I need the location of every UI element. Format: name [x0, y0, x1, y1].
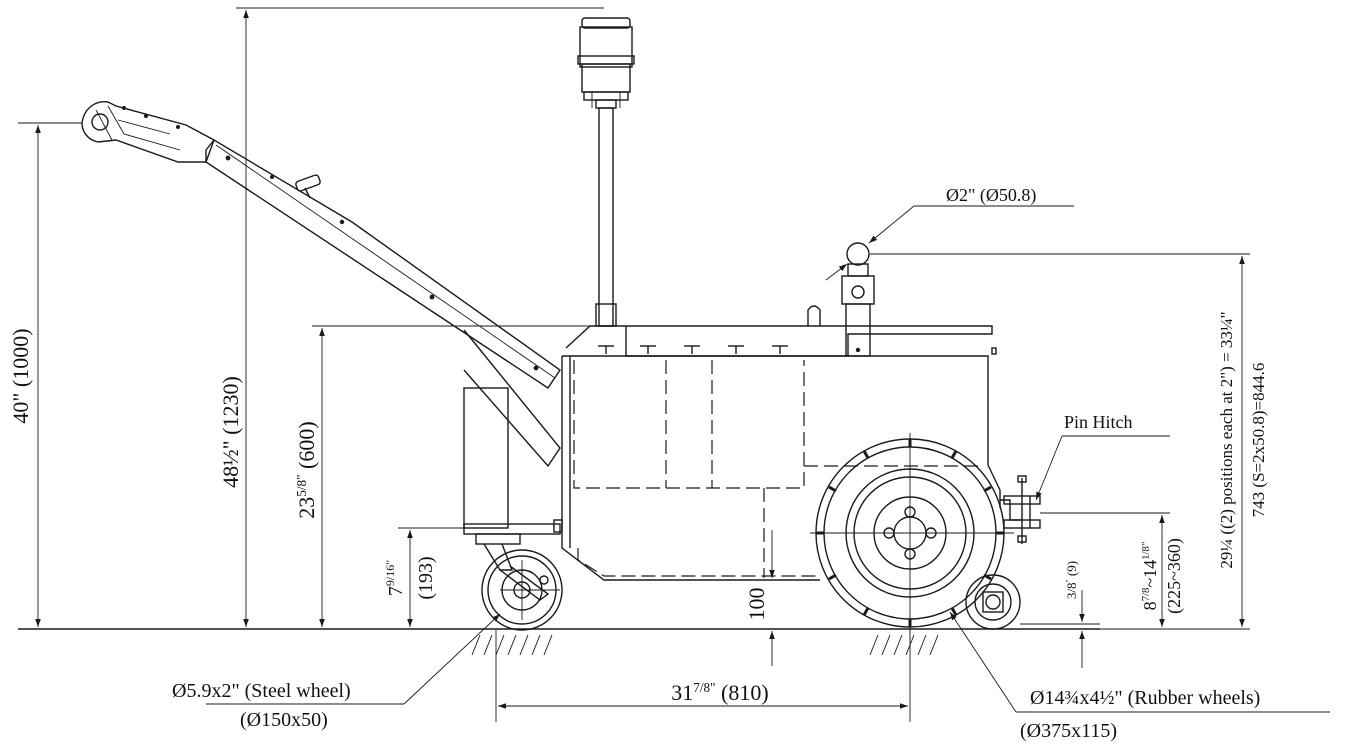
- ground-hatch-right: [869, 634, 939, 656]
- hitch-height-mm-label: (225~360): [1164, 538, 1185, 614]
- rubber-wheels-label: Ø14¾x4½" (Rubber wheels): [1030, 687, 1260, 709]
- callout-ball-diameter: Ø2" (Ø50.8): [825, 185, 1074, 281]
- dim-body-height: 235/8" (600): [294, 325, 596, 627]
- dim-ground-clearance: 100: [744, 530, 775, 666]
- beacon-pole: [595, 107, 617, 327]
- rubber-drive-wheel: [810, 433, 1014, 640]
- tiller-handle: [81, 101, 561, 468]
- chassis-body: [463, 325, 1022, 581]
- dim-ball-height: 29¼ ((2) positions each at 2") = 33¼" 74…: [870, 253, 1268, 630]
- dim-overall-height: 48½" (1230): [218, 7, 604, 627]
- callout-steel-wheel: Ø5.9x2" (Steel wheel) (Ø150x50): [172, 613, 501, 731]
- callout-pin-hitch: Pin Hitch: [1035, 412, 1170, 501]
- rear-hitch-roller: [965, 574, 1021, 630]
- dim-caster-height: 79/16" (193): [383, 527, 464, 627]
- ground-hatch-left: [471, 634, 553, 656]
- handle-height-label: 40" (1000): [8, 328, 33, 423]
- caster-height-label: 79/16": [383, 560, 407, 596]
- callout-rubber-wheels: Ø14¾x4½" (Rubber wheels) (Ø375x115): [949, 611, 1330, 742]
- caster-height-mm-label: (193): [415, 556, 437, 599]
- ground-clearance-label: 100: [744, 588, 769, 621]
- ball-hitch: [807, 242, 875, 357]
- steel-wheel-mm-label: (Ø150x50): [240, 709, 328, 731]
- wheelbase-label: 317/8" (810): [671, 680, 768, 705]
- ball-diameter-label: Ø2" (Ø50.8): [946, 185, 1036, 206]
- pin-hitch-label: Pin Hitch: [1064, 412, 1133, 432]
- beacon-light: [577, 17, 635, 109]
- steel-wheel-label: Ø5.9x2" (Steel wheel): [172, 680, 351, 702]
- rubber-wheels-mm-label: (Ø375x115): [1020, 720, 1117, 742]
- dim-hitch-gap: 3/8" (9): [1020, 561, 1100, 668]
- ball-positions-mm-label: 743 (S=2x50.8)=844.6: [1249, 363, 1268, 518]
- dim-handle-height: 40" (1000): [8, 122, 82, 627]
- lid-bolts: [598, 345, 861, 354]
- dim-hitch-height: 87/8~141/8" (225~360): [1040, 512, 1185, 627]
- hitch-gap-label: 3/8" (9): [1064, 561, 1079, 599]
- ball-positions-label: 29¼ ((2) positions each at 2") = 33¼": [1217, 311, 1236, 568]
- overall-height-label: 48½" (1230): [218, 376, 243, 488]
- dim-wheelbase: 317/8" (810): [495, 630, 911, 722]
- hitch-height-label: 87/8~141/8": [1140, 542, 1160, 611]
- body-height-label: 235/8" (600): [294, 421, 319, 518]
- steel-caster-wheel: [475, 533, 563, 631]
